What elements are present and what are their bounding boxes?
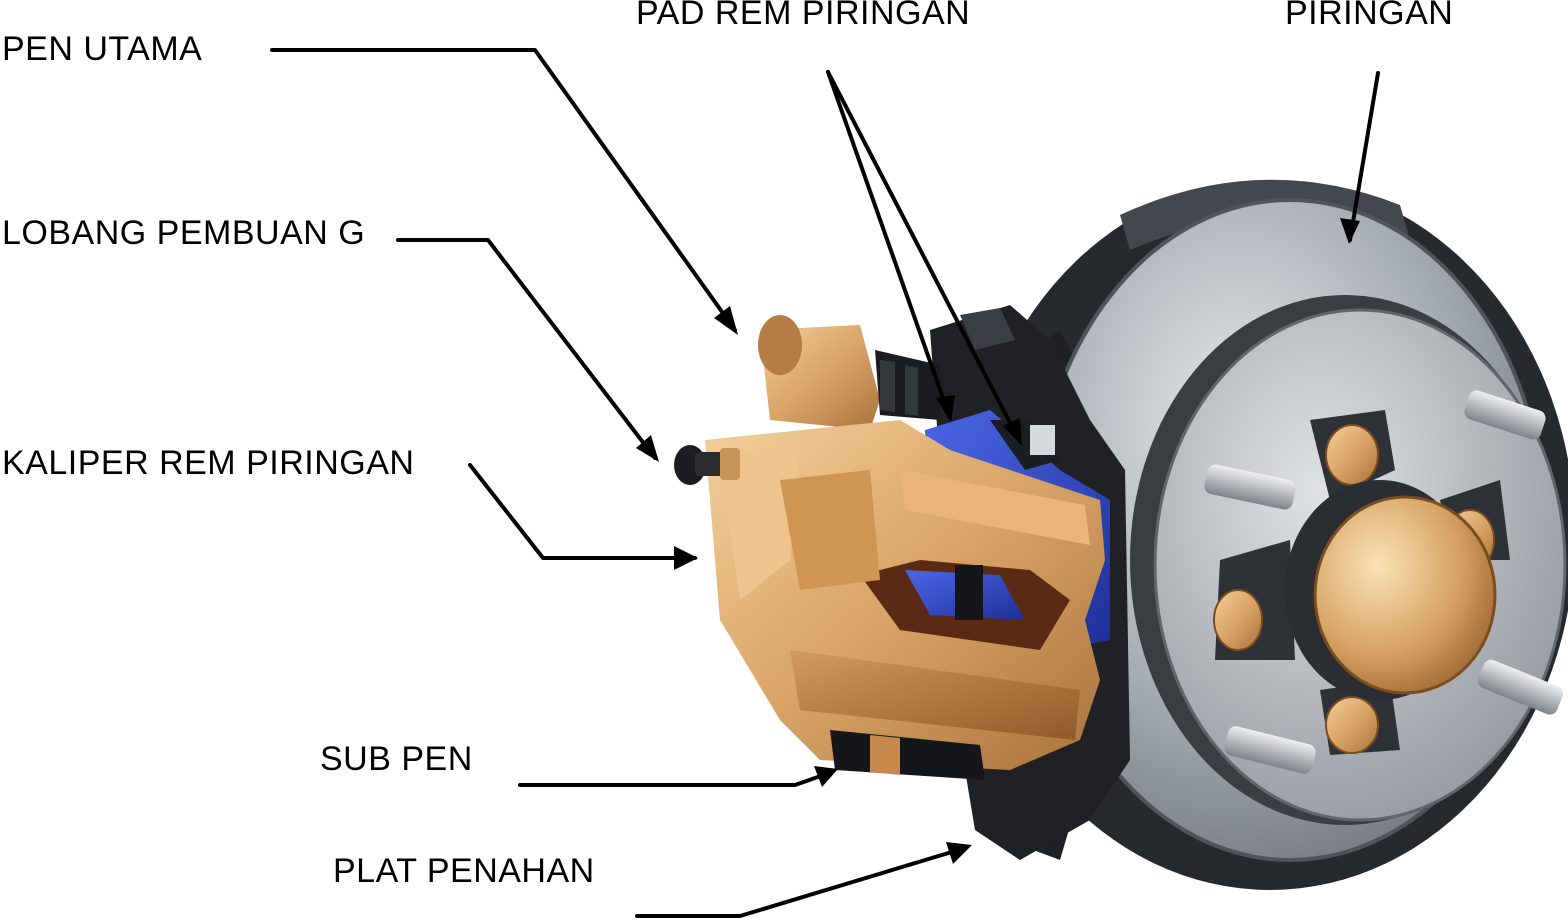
hub-cap-shape [1285,480,1497,700]
label-pad-rem-piringan: PAD REM PIRINGAN [636,0,971,32]
leader-kaliper [468,463,697,560]
arrowhead-lobang [636,435,659,462]
leader-pad-2 [826,70,1022,444]
arrowhead-pad-1 [936,395,955,422]
label-sub-pen: SUB PEN [320,740,473,778]
bleeder-screw-shape [674,445,740,485]
wheel-studs [1204,390,1564,774]
arrowhead-plat [946,842,972,864]
leader-piringan [1348,71,1380,242]
label-pen-utama: PEN UTAMA [2,30,203,68]
arrowhead-piringan [1340,218,1360,244]
arrow-heads [636,218,1360,864]
arrowhead-kaliper [674,546,698,570]
leader-sub-pen [518,770,834,787]
brake-disc-shape [1033,198,1567,862]
leader-pad-1 [826,70,952,420]
arrowhead-pen-utama [714,306,738,335]
leader-lobang [396,238,657,460]
leader-plat [635,846,967,918]
label-plat-penahan: PLAT PENAHAN [333,852,595,890]
label-kaliper-rem-piringan: KALIPER REM PIRINGAN [2,444,415,482]
arrowhead-pad-2 [1003,418,1022,446]
label-lobang-pembuang: LOBANG PEMBUAN G [2,214,366,252]
caliper-body-shape [705,315,1105,780]
leader-pen-utama [270,48,737,332]
leader-lines [270,48,1380,918]
arrowhead-sub-pen [814,766,838,787]
label-piringan: PIRINGAN [1285,0,1454,32]
